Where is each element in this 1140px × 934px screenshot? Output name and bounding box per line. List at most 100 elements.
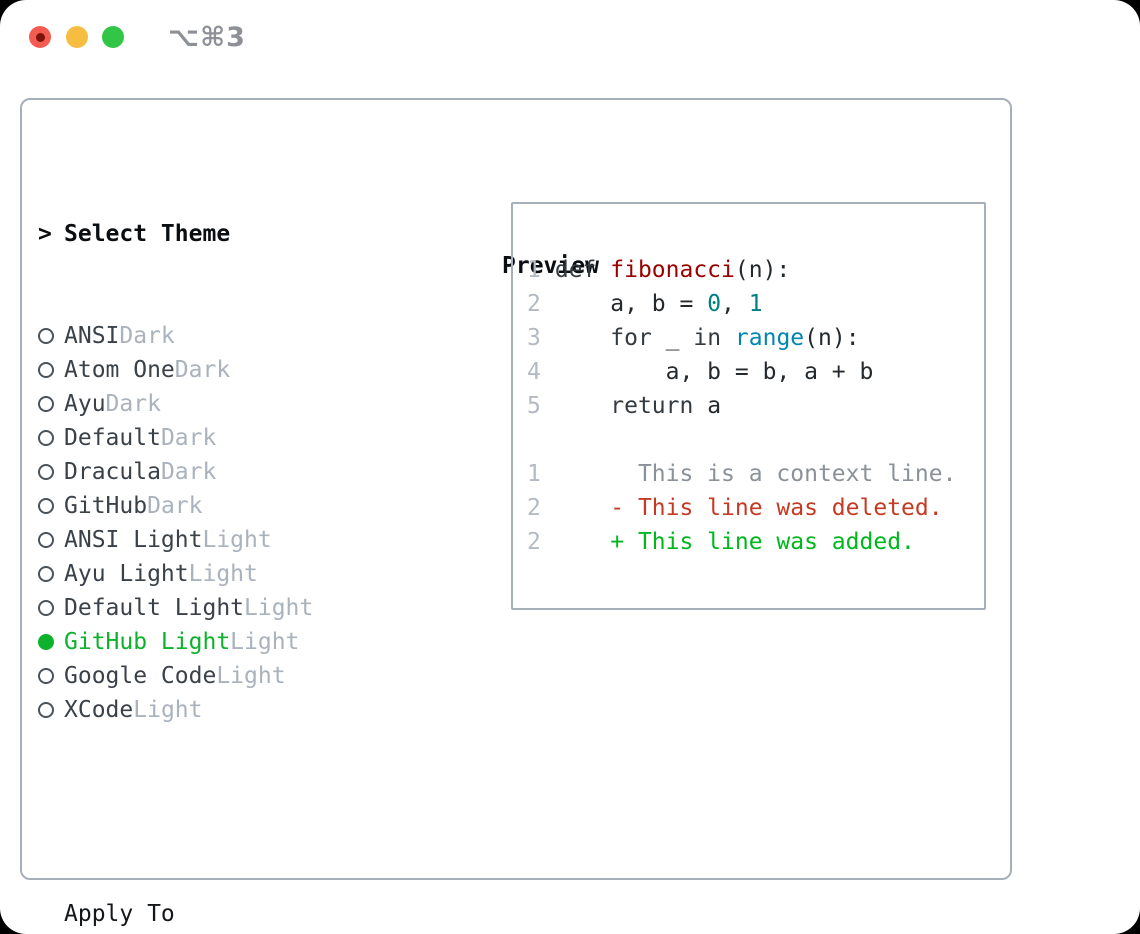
theme-option-ansi[interactable]: ANSI Dark — [38, 319, 458, 353]
code-segment-nm: 1 — [748, 291, 763, 317]
code-segment-ctx: This is a context line. — [554, 461, 957, 487]
theme-option-label: Ayu Light — [64, 561, 189, 587]
theme-variant-label: Dark — [160, 459, 217, 485]
line-number: 1 — [527, 257, 541, 283]
code-segment-pl: _ — [651, 325, 694, 351]
theme-option-atom-one[interactable]: Atom One Dark — [38, 353, 458, 387]
radio-icon — [38, 430, 54, 446]
code-segment-pl: (n): — [804, 325, 860, 351]
code-segment-pl: a — [693, 393, 722, 419]
code-line: 3 for _ in range(n): — [527, 321, 984, 355]
line-number: 1 — [527, 461, 541, 487]
radio-icon — [38, 566, 54, 582]
theme-option-dracula[interactable]: Dracula Dark — [38, 455, 458, 489]
theme-option-ansi-light[interactable]: ANSI Light Light — [38, 523, 458, 557]
code-segment-pl: (n): — [734, 257, 791, 283]
line-number: 2 — [527, 291, 541, 317]
focus-pointer-icon: > — [38, 221, 52, 247]
minimize-button[interactable] — [66, 26, 88, 48]
preview-title: Preview — [502, 253, 599, 279]
code-segment-kw: return — [610, 393, 694, 419]
code-segment-pl — [555, 393, 610, 419]
line-number: 5 — [527, 393, 541, 419]
radio-icon — [38, 532, 54, 548]
code-segment-pl: , — [721, 291, 749, 317]
select-theme-header-row: > Select Theme — [38, 217, 458, 251]
code-line: 5 return a — [527, 389, 984, 423]
theme-option-default-light[interactable]: Default Light Light — [38, 591, 458, 625]
theme-option-label: XCode — [64, 697, 134, 723]
code-line: 1 This is a context line. — [527, 457, 984, 491]
radio-icon — [38, 396, 54, 412]
theme-option-github[interactable]: GitHub Dark — [38, 489, 458, 523]
theme-variant-label: Dark — [147, 493, 203, 519]
titlebar: ⌥⌘3 — [0, 0, 1140, 72]
line-number: 2 — [527, 495, 541, 521]
code-segment-bi: range — [734, 325, 805, 351]
theme-variant-label: Light — [188, 561, 258, 587]
theme-variant-label: Dark — [105, 391, 161, 417]
code-segment-kw: def — [554, 257, 611, 283]
radio-icon — [38, 464, 54, 480]
theme-option-label: Atom One — [64, 357, 175, 383]
code-line: 2 a, b = 0, 1 — [527, 287, 984, 321]
radio-icon — [38, 702, 54, 718]
line-number: 4 — [527, 359, 541, 385]
line-number: 2 — [527, 529, 541, 555]
theme-option-github-light[interactable]: GitHub Light Light — [38, 625, 458, 659]
theme-option-label: Default Light — [64, 595, 245, 621]
close-button[interactable] — [29, 26, 51, 48]
theme-option-ayu[interactable]: Ayu Dark — [38, 387, 458, 421]
theme-option-xcode[interactable]: XCode Light — [38, 693, 458, 727]
theme-option-label: ANSI — [64, 323, 120, 349]
zoom-button[interactable] — [102, 26, 124, 48]
theme-option-label: ANSI Light — [64, 527, 203, 553]
theme-variant-label: Dark — [119, 323, 175, 349]
theme-option-ayu-light[interactable]: Ayu Light Light — [38, 557, 458, 591]
code-line: 2 - This line was deleted. — [527, 491, 984, 525]
theme-option-default[interactable]: Default Dark — [38, 421, 458, 455]
spacer — [38, 795, 458, 829]
window-shortcut-title: ⌥⌘3 — [168, 22, 246, 53]
radio-selected-icon — [38, 634, 54, 650]
radio-icon — [38, 668, 54, 684]
code-segment-pl: a, b = b, a + b — [554, 359, 874, 385]
theme-variant-label: Dark — [174, 357, 231, 383]
radio-icon — [38, 498, 54, 514]
theme-option-label: Dracula — [64, 459, 161, 485]
code-segment-fn: fibonacci — [610, 257, 735, 283]
radio-icon — [38, 600, 54, 616]
theme-variant-label: Light — [244, 595, 314, 621]
apply-to-header-row: Apply To — [38, 897, 458, 931]
apply-to-title: Apply To — [64, 901, 175, 927]
code-line: 4 a, b = b, a + b — [527, 355, 984, 389]
radio-icon — [38, 328, 54, 344]
code-segment-kw: for — [610, 325, 652, 351]
theme-option-label: GitHub Light — [64, 629, 231, 655]
code-segment-add: + This line was added. — [554, 529, 915, 555]
theme-option-label: GitHub — [64, 493, 148, 519]
code-segment-pl — [555, 325, 610, 351]
theme-variant-label: Light — [202, 527, 272, 553]
theme-option-label: Google Code — [64, 663, 217, 689]
theme-variant-label: Light — [216, 663, 286, 689]
theme-option-google-code[interactable]: Google Code Light — [38, 659, 458, 693]
unsaved-dot-icon — [35, 32, 45, 42]
code-segment-pl — [721, 325, 735, 351]
code-line: 2 + This line was added. — [527, 525, 984, 559]
code-line: 1 def fibonacci(n): — [527, 253, 984, 287]
theme-option-label: Default — [64, 425, 161, 451]
theme-variant-label: Light — [133, 697, 203, 723]
code-line — [527, 423, 984, 457]
code-segment-kw: in — [693, 325, 722, 351]
theme-variant-label: Dark — [160, 425, 217, 451]
radio-icon — [38, 362, 54, 378]
code-segment-del: - This line was deleted. — [554, 495, 943, 521]
code-segment-pl: a, b = — [554, 291, 708, 317]
theme-variant-label: Light — [230, 629, 300, 655]
